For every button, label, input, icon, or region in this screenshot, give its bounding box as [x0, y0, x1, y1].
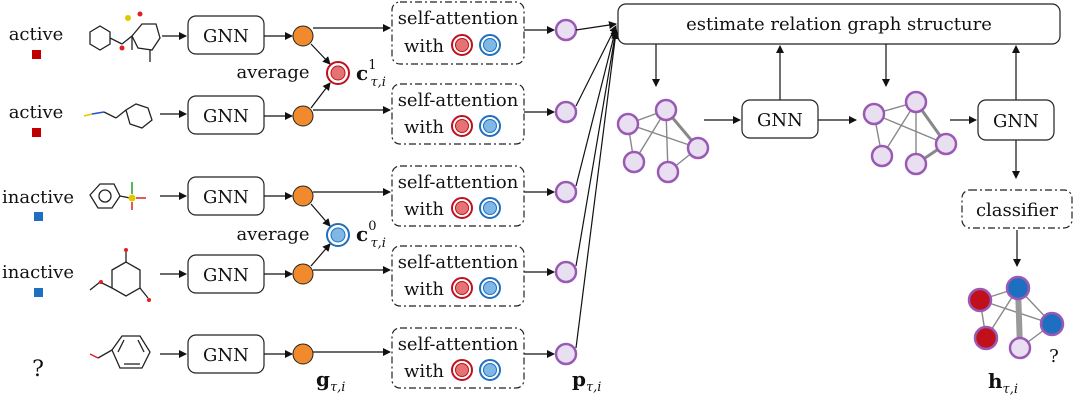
refined-embeddings: [554, 18, 578, 366]
molecule-4: [89, 248, 151, 302]
estimate-structure-label: estimate relation graph structure: [686, 14, 992, 35]
self-attention-title-3: self-attention: [398, 172, 519, 193]
prototype-inactive-inner: [330, 227, 346, 243]
gnn-box-2: [187, 95, 265, 135]
refined-node-5: [554, 342, 578, 366]
embedding-node-3: [292, 185, 314, 207]
gnn-label-4: GNN: [203, 265, 249, 286]
row-label-3: inactive: [2, 187, 74, 208]
average-label-2: average: [236, 224, 309, 245]
gnn-box-1: [187, 15, 265, 55]
classifier-box: [961, 189, 1073, 229]
average-label-1: average: [236, 62, 309, 83]
gnn-label-2: GNN: [203, 106, 249, 127]
embedding-node-4: [292, 263, 314, 285]
self-attention-title-5: self-attention: [398, 334, 519, 355]
final-question-mark: ?: [1049, 346, 1059, 367]
gnn-relation-label-1: GNN: [757, 110, 803, 131]
self-attention-with-5: with: [404, 361, 444, 382]
row-label-2: active: [9, 102, 64, 123]
refined-node-4: [554, 260, 578, 284]
self-attention-with-4: with: [404, 279, 444, 300]
self-attention-title-2: self-attention: [398, 90, 519, 111]
self-attention-with-3: with: [404, 199, 444, 220]
embedding-node-1: [292, 25, 314, 47]
p-label: pτ,i: [572, 367, 601, 395]
relation-graph-1: [616, 98, 710, 184]
molecule-5: [89, 335, 151, 369]
query-label: ?: [32, 357, 44, 382]
row-label-1: active: [9, 24, 64, 45]
molecule-3: [89, 182, 146, 210]
attention-chips: [451, 34, 501, 381]
gnn-label-1: GNN: [203, 26, 249, 47]
embedding-node-5: [292, 343, 314, 365]
refined-node-1: [554, 18, 578, 42]
h-label: hτ,i: [988, 369, 1018, 397]
embedding-node-2: [292, 105, 314, 127]
self-attention-with-1: with: [404, 36, 444, 57]
classified-graph: [967, 275, 1065, 360]
self-attention-title-4: self-attention: [398, 252, 519, 273]
self-attention-title-1: self-attention: [398, 8, 519, 29]
prototype-active-inner: [330, 65, 346, 81]
estimate-structure-box: [617, 3, 1061, 45]
gnn-relation-label-2: GNN: [993, 111, 1039, 132]
inactive-marker-1: [34, 212, 43, 221]
row-label-4: inactive: [2, 262, 74, 283]
gnn-label-5: GNN: [203, 345, 249, 366]
gnn-label-3: GNN: [203, 187, 249, 208]
relation-graph-2: [862, 90, 958, 176]
inactive-marker-2: [34, 288, 43, 297]
active-marker-1: [32, 50, 41, 59]
refined-node-2: [554, 100, 578, 124]
molecule-1: [89, 11, 161, 62]
molecule-2: [83, 103, 153, 129]
classifier-label: classifier: [976, 200, 1058, 221]
active-marker-2: [32, 128, 41, 137]
self-attention-with-2: with: [404, 117, 444, 138]
gnn-box-relation-1: [741, 99, 819, 139]
g-label: gτ,i: [316, 367, 345, 395]
refined-node-3: [554, 180, 578, 204]
